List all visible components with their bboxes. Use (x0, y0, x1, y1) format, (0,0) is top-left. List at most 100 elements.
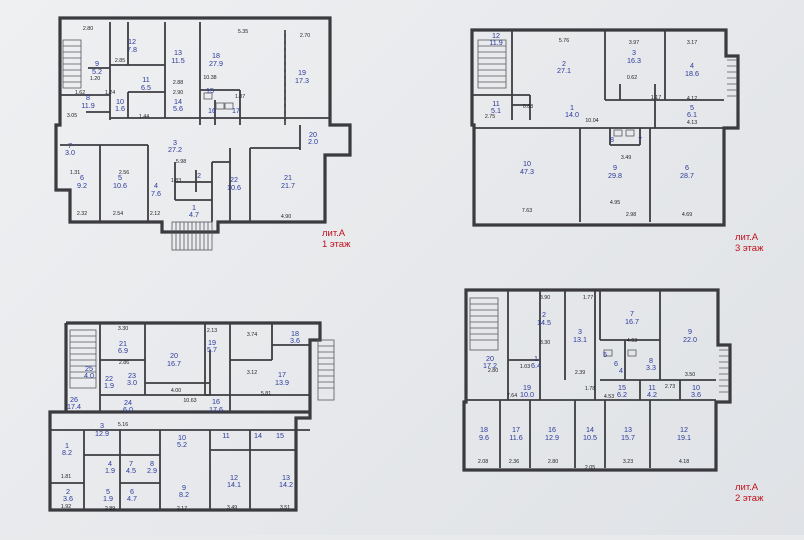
svg-text:6.5: 6.5 (141, 83, 151, 92)
svg-text:1.03: 1.03 (520, 364, 530, 370)
svg-text:22: 22 (105, 374, 113, 383)
svg-text:5.1: 5.1 (491, 106, 501, 115)
floor-2-litera-label: лит.А (735, 482, 759, 493)
svg-text:22.0: 22.0 (683, 335, 697, 344)
svg-text:18: 18 (212, 51, 220, 60)
svg-text:7.64: 7.64 (507, 393, 517, 399)
svg-text:5.6: 5.6 (173, 104, 183, 113)
svg-text:22: 22 (230, 175, 238, 184)
svg-text:1.87: 1.87 (235, 94, 245, 100)
svg-text:6.1: 6.1 (687, 110, 697, 119)
svg-text:27.1: 27.1 (557, 66, 571, 75)
svg-text:3.50: 3.50 (685, 372, 695, 378)
svg-text:10.6: 10.6 (113, 181, 127, 190)
svg-text:28.7: 28.7 (680, 171, 694, 180)
svg-text:1.24: 1.24 (105, 90, 115, 96)
svg-text:1.62: 1.62 (75, 90, 85, 96)
svg-text:27.9: 27.9 (209, 59, 223, 68)
svg-text:19: 19 (208, 338, 216, 347)
svg-text:19: 19 (523, 383, 531, 392)
svg-text:17.3: 17.3 (295, 76, 309, 85)
svg-text:9: 9 (182, 483, 186, 492)
svg-text:9.2: 9.2 (77, 181, 87, 190)
svg-text:11.9: 11.9 (489, 38, 502, 47)
svg-text:2.80: 2.80 (488, 368, 498, 374)
svg-text:25: 25 (85, 364, 93, 373)
svg-text:3.49: 3.49 (621, 155, 631, 161)
svg-text:2.88: 2.88 (173, 80, 183, 86)
svg-text:1.83: 1.83 (171, 178, 181, 184)
svg-text:5: 5 (118, 173, 122, 182)
svg-text:3.90: 3.90 (540, 295, 550, 301)
svg-text:3.17: 3.17 (687, 40, 697, 46)
svg-text:15.7: 15.7 (621, 433, 635, 442)
svg-text:2.54: 2.54 (113, 211, 123, 217)
svg-text:4.7: 4.7 (189, 210, 199, 219)
svg-text:5: 5 (603, 350, 607, 359)
svg-text:16.7: 16.7 (625, 317, 639, 326)
svg-text:2.05: 2.05 (585, 465, 595, 471)
svg-text:2.70: 2.70 (300, 33, 310, 39)
svg-text:4: 4 (619, 366, 623, 375)
svg-text:5.98: 5.98 (176, 159, 186, 165)
svg-text:6.0: 6.0 (123, 405, 133, 414)
svg-text:14.1: 14.1 (227, 480, 241, 489)
svg-text:3.0: 3.0 (65, 148, 75, 157)
svg-text:1.78: 1.78 (585, 386, 595, 392)
svg-text:20: 20 (170, 351, 178, 360)
svg-text:1.20: 1.20 (90, 76, 100, 82)
svg-text:6.2: 6.2 (617, 390, 627, 399)
svg-text:4.18: 4.18 (679, 459, 689, 465)
svg-text:17: 17 (232, 106, 240, 115)
svg-text:17.4: 17.4 (67, 402, 81, 411)
svg-text:18: 18 (480, 425, 488, 434)
svg-text:3.05: 3.05 (67, 113, 77, 119)
svg-text:17.6: 17.6 (209, 405, 223, 414)
svg-text:4.7: 4.7 (127, 494, 137, 503)
svg-text:7.63: 7.63 (522, 208, 532, 214)
svg-text:11: 11 (142, 75, 149, 84)
svg-text:5: 5 (106, 487, 110, 496)
svg-text:17: 17 (278, 370, 286, 379)
svg-text:14.0: 14.0 (565, 110, 579, 119)
svg-text:5.35: 5.35 (238, 29, 248, 35)
svg-text:3: 3 (100, 421, 104, 430)
svg-text:4.53: 4.53 (604, 394, 614, 400)
svg-text:2: 2 (197, 171, 201, 180)
f1-room-area: 5.2 (92, 67, 102, 76)
svg-text:0.88: 0.88 (523, 104, 533, 110)
svg-text:3.97: 3.97 (629, 40, 639, 46)
svg-text:1.81: 1.81 (61, 474, 71, 480)
svg-text:2.08: 2.08 (478, 459, 488, 465)
svg-text:3.23: 3.23 (623, 459, 633, 465)
svg-text:4: 4 (108, 459, 112, 468)
svg-text:2: 2 (66, 487, 70, 496)
svg-text:4.13: 4.13 (687, 120, 697, 126)
svg-text:9: 9 (688, 327, 692, 336)
svg-text:10: 10 (692, 383, 700, 392)
svg-text:2.80: 2.80 (83, 26, 93, 32)
svg-text:18: 18 (291, 329, 299, 338)
svg-text:14.2: 14.2 (279, 480, 293, 489)
svg-text:15: 15 (618, 383, 626, 392)
svg-text:13: 13 (282, 473, 290, 482)
svg-text:1.44: 1.44 (139, 114, 149, 120)
svg-text:8.2: 8.2 (62, 448, 72, 457)
svg-text:2.75: 2.75 (485, 114, 495, 120)
svg-text:1: 1 (192, 203, 196, 212)
svg-text:0.62: 0.62 (627, 75, 637, 81)
svg-text:2.9: 2.9 (147, 466, 157, 475)
svg-text:1.17: 1.17 (651, 95, 661, 101)
svg-text:47.3: 47.3 (520, 167, 534, 176)
svg-text:18.6: 18.6 (685, 69, 699, 78)
svg-text:5.16: 5.16 (118, 422, 128, 428)
svg-text:11: 11 (492, 99, 499, 108)
svg-text:1.9: 1.9 (103, 494, 113, 503)
svg-text:12.9: 12.9 (545, 433, 559, 442)
svg-text:23: 23 (128, 371, 136, 380)
svg-text:21.7: 21.7 (281, 181, 295, 190)
